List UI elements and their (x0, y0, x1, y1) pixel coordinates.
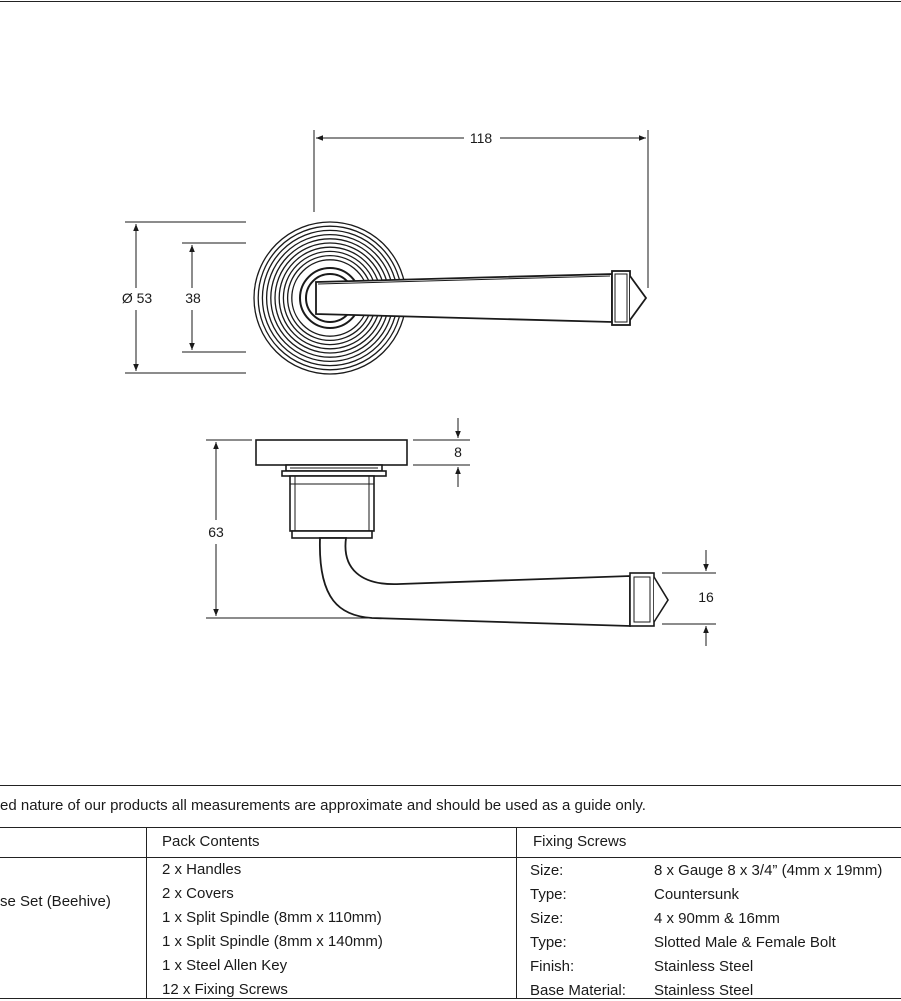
pack-item: 12 x Fixing Screws (162, 981, 288, 998)
screw-spec-label: Finish: (530, 958, 575, 975)
side-view (206, 439, 716, 627)
pack-item: 1 x Steel Allen Key (162, 957, 288, 974)
dimension-rose-thickness: 8 (454, 444, 462, 460)
dimension-lines-front (133, 135, 646, 371)
pack-item: 1 x Split Spindle (8mm x 110mm) (162, 909, 382, 926)
dimension-rose-diameter: Ø 53 (122, 290, 153, 306)
screw-spec-label: Size: (530, 862, 564, 879)
pack-item: 2 x Covers (162, 885, 234, 902)
screw-spec-value: 4 x 90mm & 16mm (654, 910, 780, 927)
technical-drawing: 118 Ø 53 38 8 63 16 (122, 130, 716, 646)
table-top-border (0, 785, 901, 786)
screw-spec-value: Stainless Steel (654, 982, 754, 999)
front-view (125, 130, 649, 375)
table-bottom-border (0, 998, 901, 999)
screw-spec-value: Stainless Steel (654, 958, 754, 975)
screw-spec-value: 8 x Gauge 8 x 3/4” (4mm x 19mm) (654, 862, 883, 879)
product-name: se Set (Beehive) (0, 893, 111, 910)
table-header-divider (0, 857, 901, 858)
top-border (0, 1, 901, 2)
measurement-notice: ed nature of our products all measuremen… (0, 797, 646, 814)
column-divider-1 (146, 827, 147, 998)
dimension-lines-side (213, 418, 709, 646)
pack-contents-header: Pack Contents (162, 833, 260, 850)
screw-spec-label: Size: (530, 910, 564, 927)
dimension-inner-diameter: 38 (185, 290, 201, 306)
screw-spec-label: Base Material: (530, 982, 626, 999)
dimension-grip-height: 16 (698, 589, 714, 605)
dimension-projection: 63 (208, 524, 224, 540)
fixing-screws-header: Fixing Screws (533, 833, 627, 850)
table-header-border (0, 827, 901, 828)
screw-spec-value: Countersunk (654, 886, 740, 903)
pack-item: 2 x Handles (162, 861, 242, 878)
column-divider-2 (516, 827, 517, 998)
pack-item: 1 x Split Spindle (8mm x 140mm) (162, 933, 383, 950)
screw-spec-label: Type: (530, 934, 567, 951)
screw-spec-value: Slotted Male & Female Bolt (654, 934, 836, 951)
dimension-length: 118 (470, 130, 493, 146)
screw-spec-label: Type: (530, 886, 567, 903)
